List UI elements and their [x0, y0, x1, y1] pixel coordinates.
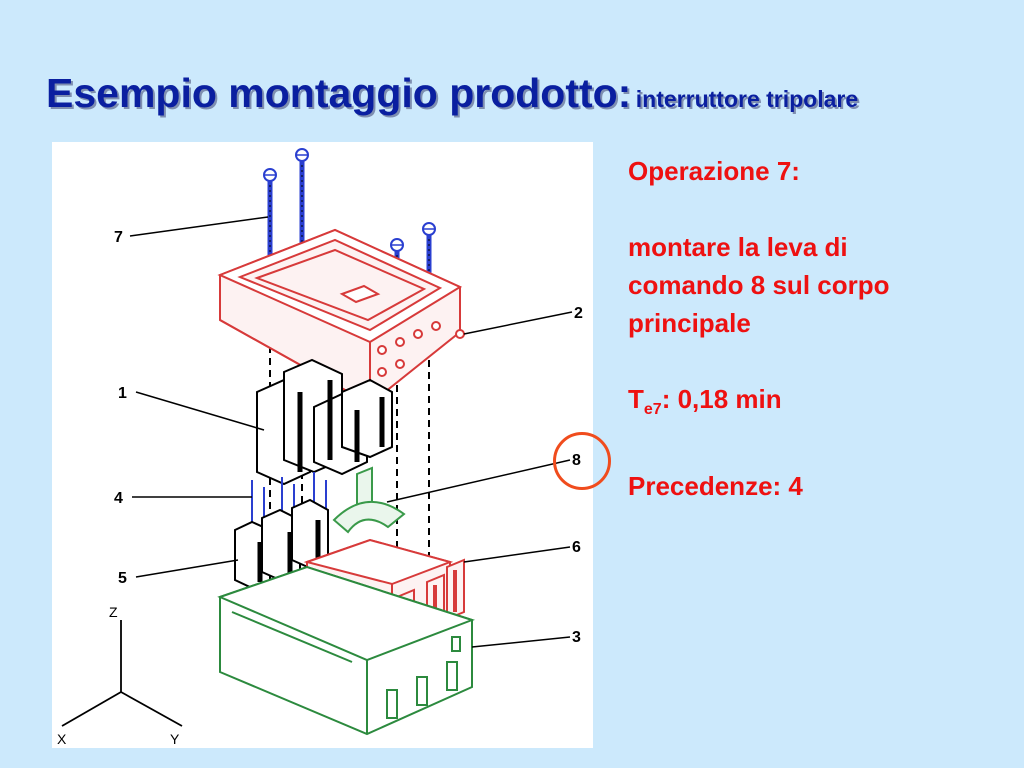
- x-axis: [61, 691, 122, 727]
- time-label: T: [628, 384, 644, 414]
- precedence: Precedenze: 4: [628, 471, 803, 502]
- label-part-7: 7: [114, 229, 123, 246]
- leader-lines: [129, 216, 573, 648]
- highlight-circle-part-8: [553, 432, 611, 490]
- operation-time: Te7: 0,18 min: [628, 380, 1018, 429]
- y-axis: [120, 691, 183, 727]
- label-part-4: 4: [114, 490, 123, 507]
- instruction-line-2: comando 8 sul corpo: [628, 270, 890, 300]
- label-part-5: 5: [118, 570, 127, 587]
- operation-title: Operazione 7:: [628, 156, 800, 186]
- label-part-6: 6: [572, 539, 581, 556]
- arc-chambers-part-1: [256, 358, 393, 486]
- label-part-1: 1: [118, 385, 127, 402]
- control-lever-part-8: [332, 466, 406, 534]
- instruction-line-3: principale: [628, 308, 751, 338]
- label-part-2: 2: [574, 305, 583, 322]
- time-value: : 0,18 min: [661, 384, 782, 414]
- diagram-canvas: 7 2 1 8 4 6 5 3 Z X Y: [57, 148, 583, 747]
- base-part-3: [217, 565, 476, 736]
- axis-label-x: X: [57, 731, 67, 747]
- slide-title-sub: interruttore tripolare: [635, 86, 859, 112]
- axis-label-y: Y: [170, 731, 180, 747]
- label-part-3: 3: [572, 629, 581, 646]
- axis-label-z: Z: [109, 604, 118, 620]
- exploded-assembly-diagram: 7 2 1 8 4 6 5 3 Z X Y: [52, 142, 593, 748]
- coordinate-axes: [61, 620, 183, 727]
- time-subscript: e7: [643, 401, 662, 419]
- instruction-line-1: montare la leva di: [628, 232, 848, 262]
- slide-title-main: Esempio montaggio prodotto:: [46, 70, 632, 116]
- cover-part-2: [217, 228, 465, 406]
- operation-panel: Operazione 7: montare la leva di comando…: [628, 152, 1018, 505]
- axis-labels: Z X Y: [57, 604, 180, 747]
- slide-title: Esempio montaggio prodotto: interruttore…: [46, 70, 858, 117]
